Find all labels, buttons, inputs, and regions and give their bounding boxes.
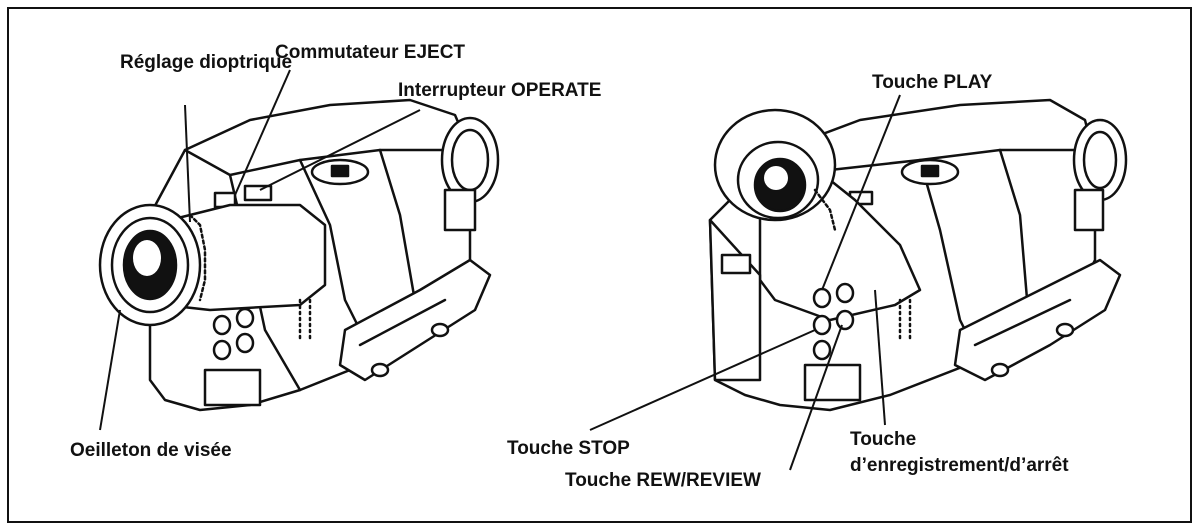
label-touche-enregistrement-line2: d’enregistrement/d’arrêt [850,455,1069,476]
leader-stop [589,329,816,431]
leader-play [821,94,901,291]
label-touche-enregistrement-line1: Touche [850,429,917,450]
leader-reglage [184,104,191,223]
label-oeilleton: Oeilleton de visée [70,440,232,461]
label-commutateur-eject: Commutateur EJECT [275,42,466,63]
label-reglage-dioptrique: Réglage dioptrique [120,52,293,73]
leader-rew [789,324,843,471]
label-touche-play: Touche PLAY [872,72,993,93]
label-touche-enregistrement: Touche d’enregistrement/d’arrêt [850,427,1069,479]
leader-oeilleton [99,309,121,431]
leader-eject [234,69,291,196]
leader-rec [874,289,886,426]
right-camcorder-drawing [708,98,1128,412]
label-touche-stop: Touche STOP [507,438,630,459]
leader-operate [259,109,421,191]
label-touche-rew: Touche REW/REVIEW [565,470,761,491]
left-camcorder-drawing [98,98,500,412]
label-interrupteur-operate: Interrupteur OPERATE [398,80,602,101]
